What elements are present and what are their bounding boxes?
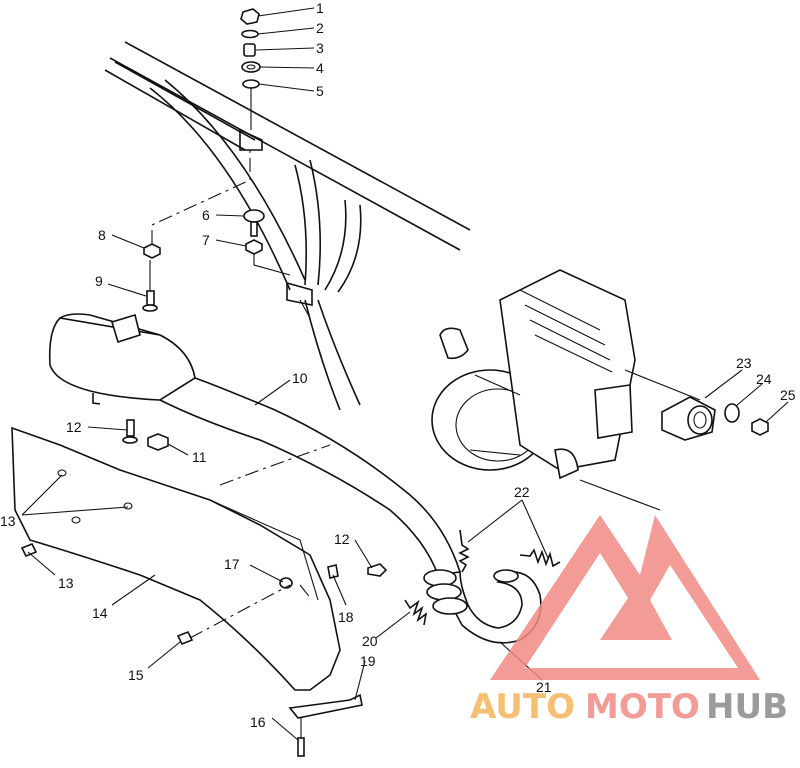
callout-4: 4 — [316, 60, 324, 76]
engine — [431, 269, 636, 480]
callout-6: 6 — [202, 207, 210, 223]
callout-7: 7 — [202, 232, 210, 248]
vehicle-frame — [104, 41, 471, 411]
logo-text-hub: HUB — [706, 687, 788, 727]
logo-text-auto: AUTO — [470, 687, 575, 727]
callout-21: 21 — [536, 679, 552, 695]
engine-flange-line-2 — [579, 479, 661, 511]
callout-3: 3 — [316, 40, 324, 56]
automotohub-logo: AUTO MOTO HUB — [470, 515, 788, 727]
callout-16: 16 — [250, 714, 266, 730]
callout-5: 5 — [316, 83, 324, 99]
callout-12-upper: 12 — [66, 419, 82, 435]
callout-15: 15 — [128, 667, 144, 683]
callout-9: 9 — [95, 273, 103, 289]
engine-flange-line — [624, 369, 701, 401]
callout-2: 2 — [316, 20, 324, 36]
callout-10: 10 — [292, 370, 308, 386]
callout-14: 14 — [92, 605, 108, 621]
callout-1: 1 — [316, 0, 324, 16]
mount-hardware-stack — [240, 8, 261, 130]
head-pipe — [423, 569, 542, 644]
exhaust-flange-assembly — [661, 396, 769, 441]
muffler-mount-hardware — [142, 150, 291, 312]
callout-12-lower: 12 — [334, 531, 350, 547]
exhaust-springs — [404, 529, 561, 626]
small-hardware — [20, 419, 388, 757]
callout-labels: 1 2 3 4 5 6 7 8 9 10 11 12 12 13 13 14 1… — [0, 0, 796, 730]
callout-25: 25 — [780, 387, 796, 403]
callout-22: 22 — [514, 484, 530, 500]
leader-lines — [21, 7, 789, 741]
logo-text-moto: MOTO — [585, 687, 700, 727]
callout-20: 20 — [362, 633, 378, 649]
callout-13-lower: 13 — [58, 575, 74, 591]
callout-23: 23 — [736, 355, 752, 371]
callout-13-upper: 13 — [0, 513, 16, 529]
callout-18: 18 — [338, 609, 354, 625]
muffler — [48, 313, 196, 405]
heat-shield — [11, 426, 341, 691]
callout-11: 11 — [192, 449, 207, 465]
callout-19: 19 — [360, 653, 376, 669]
callout-24: 24 — [756, 371, 772, 387]
callout-8: 8 — [98, 227, 106, 243]
callout-17: 17 — [224, 556, 240, 572]
logo-triangle-mark — [490, 515, 760, 680]
